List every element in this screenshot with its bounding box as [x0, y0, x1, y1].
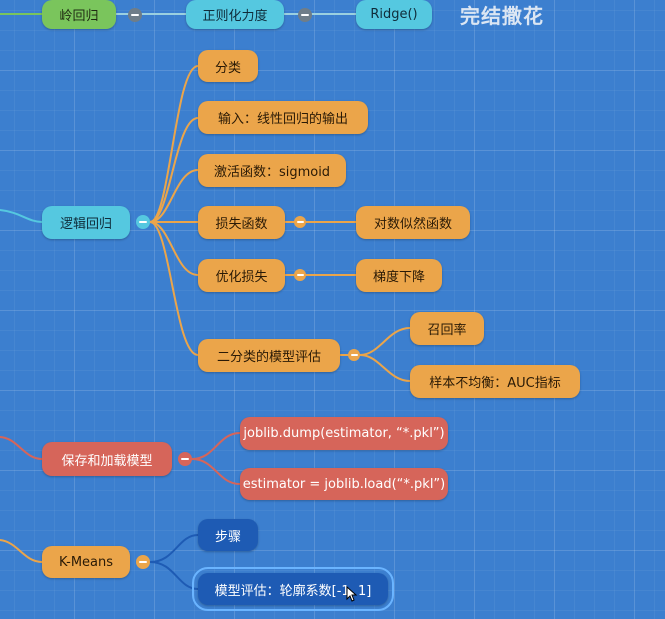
node-kmeans[interactable]: K-Means — [42, 546, 130, 578]
connector-dump — [191, 432, 241, 460]
connector-input — [149, 117, 199, 223]
connector-optimize — [149, 221, 199, 276]
collapse-toggle-save-load[interactable] — [178, 452, 192, 466]
node-silhouette-eval[interactable]: 模型评估：轮廓系数[-1, 1] — [192, 567, 394, 611]
connector-steps — [149, 534, 199, 563]
collapse-toggle-binary-eval[interactable] — [348, 349, 360, 361]
collapse-toggle-regularization[interactable] — [298, 8, 312, 22]
node-input[interactable]: 输入：线性回归的输出 — [198, 101, 368, 134]
node-ridge-func[interactable]: Ridge() — [356, 0, 432, 29]
connector-auc — [359, 354, 411, 382]
node-regularization[interactable]: 正则化力度 — [186, 0, 284, 29]
node-loss-function[interactable]: 损失函数 — [198, 206, 285, 239]
node-joblib-dump[interactable]: joblib.dump(estimator, “*.pkl”) — [240, 417, 448, 450]
node-log-likelihood[interactable]: 对数似然函数 — [356, 206, 470, 239]
connector-classify — [149, 65, 199, 223]
collapse-toggle-ridge[interactable] — [128, 8, 142, 22]
connector-kmeans-eval — [149, 561, 199, 590]
collapse-toggle-kmeans[interactable] — [136, 555, 150, 569]
node-save-load[interactable]: 保存和加载模型 — [42, 442, 172, 476]
connector-root-save — [0, 436, 43, 460]
collapse-toggle-optimize[interactable] — [294, 269, 306, 281]
connector-activation — [149, 169, 199, 223]
connector-recall — [339, 327, 411, 356]
connector-binary-eval — [149, 221, 199, 356]
collapse-toggle-logistic[interactable] — [136, 215, 150, 229]
connector-root-logistic — [0, 209, 43, 223]
caption-title: 完结撒花 — [460, 4, 544, 28]
node-optimize-loss[interactable]: 优化损失 — [198, 259, 285, 292]
node-classification[interactable]: 分类 — [198, 50, 258, 82]
node-steps[interactable]: 步骤 — [198, 519, 258, 551]
connector-load — [191, 458, 241, 485]
mouse-cursor-icon — [346, 586, 358, 602]
collapse-toggle-loss[interactable] — [294, 216, 306, 228]
node-gradient-descent[interactable]: 梯度下降 — [356, 259, 442, 292]
node-recall[interactable]: 召回率 — [410, 312, 484, 345]
node-binary-evaluation[interactable]: 二分类的模型评估 — [198, 339, 340, 372]
connector-root-kmeans — [0, 539, 43, 563]
node-activation[interactable]: 激活函数：sigmoid — [198, 154, 346, 187]
node-joblib-load[interactable]: estimator = joblib.load(“*.pkl”) — [240, 468, 448, 500]
node-logistic-regression[interactable]: 逻辑回归 — [42, 206, 130, 239]
node-ridge-regression[interactable]: 岭回归 — [42, 0, 116, 29]
node-auc[interactable]: 样本不均衡：AUC指标 — [410, 365, 580, 398]
